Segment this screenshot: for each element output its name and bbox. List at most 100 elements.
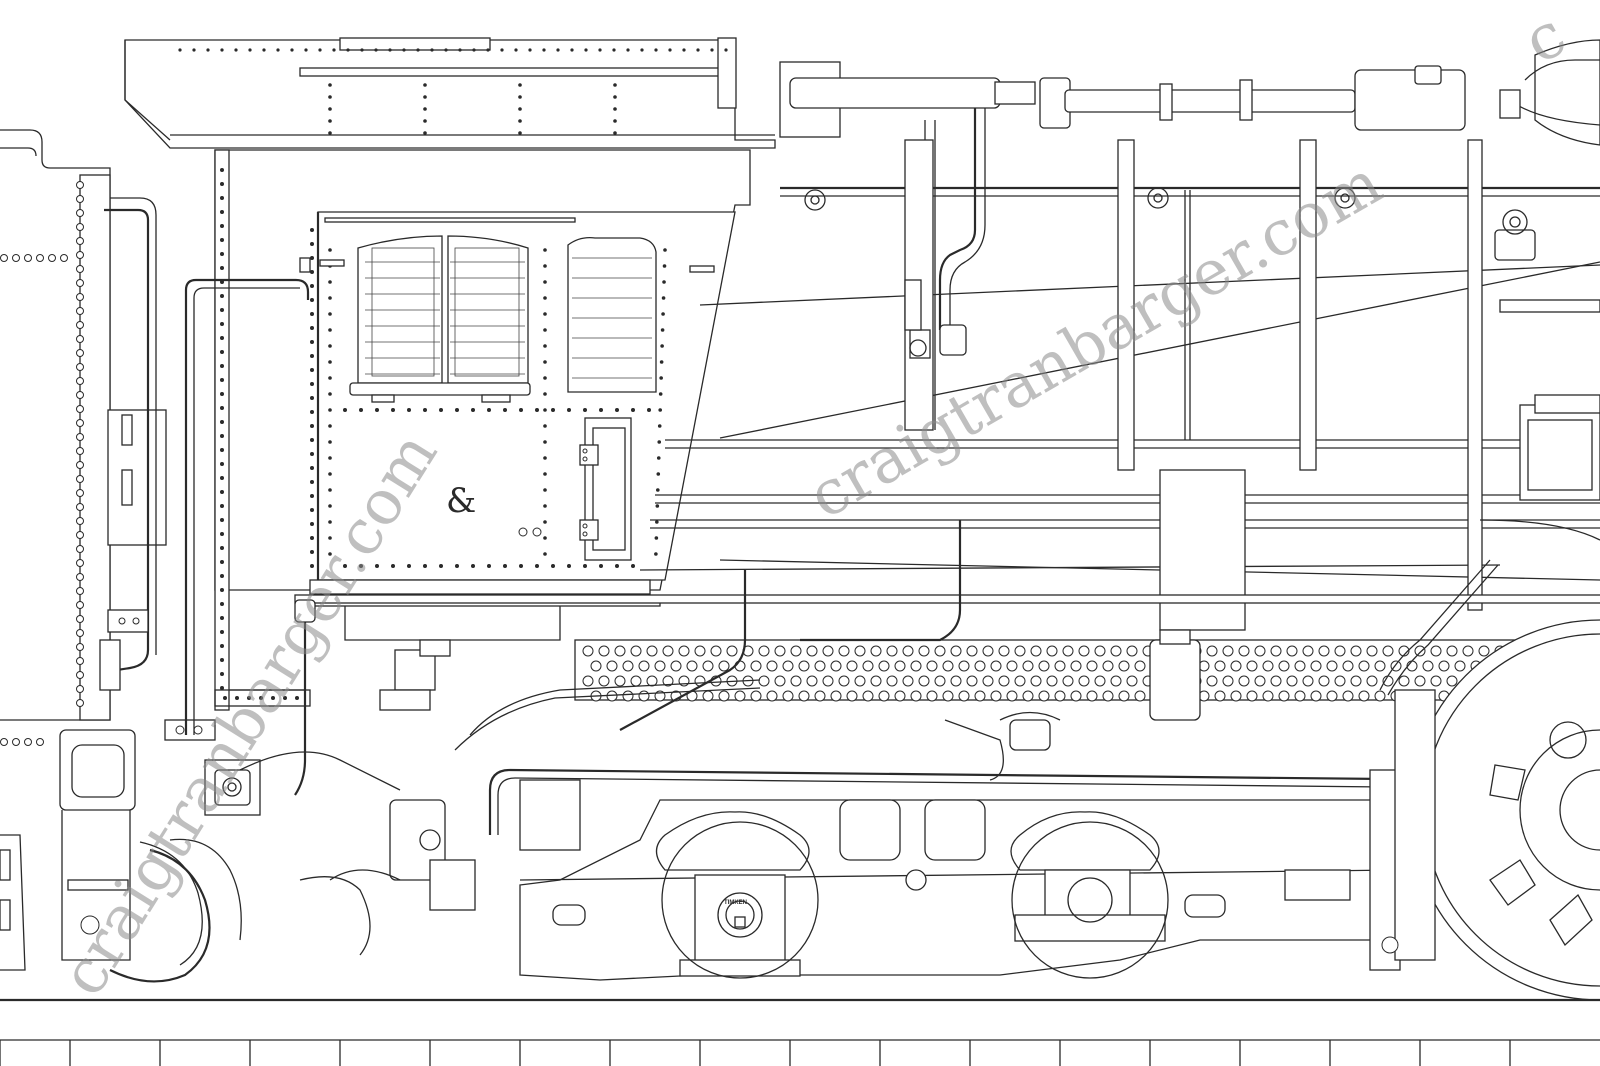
rivet [655,520,659,524]
rivet [1262,660,1274,672]
rivet [902,675,914,687]
rivet [220,560,224,564]
rivet [310,438,314,442]
rivet [774,645,786,657]
rivet [814,660,826,672]
rivet [631,408,635,412]
rivet [942,690,954,702]
rivet [220,378,224,382]
rivet [966,645,978,657]
rivet [472,48,476,52]
rivet [76,419,84,427]
rivet [310,368,314,372]
rivet [206,48,210,52]
rivet [220,644,224,648]
rivet [657,424,662,428]
rivet [220,490,224,494]
rivet [310,354,314,358]
rivet [290,48,294,52]
rivet [894,660,906,672]
rivet [662,264,667,268]
rivet [543,296,547,300]
rivet [543,536,547,540]
rivet [702,660,714,672]
rivet [444,48,448,52]
rivet [220,252,224,256]
rivet [766,690,778,702]
rivet [1366,675,1378,687]
rivet [76,601,84,609]
rivet [76,181,84,189]
rivet [910,690,922,702]
cab: & [124,37,776,735]
rivet [220,518,224,522]
rivet [543,392,547,396]
rivet [519,408,523,412]
rivet [407,408,411,412]
rivet [974,660,986,672]
rivet [310,410,314,414]
tender-section [0,129,261,983]
rivet [1454,660,1466,672]
cab-monogram: & [446,481,476,521]
rivet [346,48,350,52]
rivet [310,326,314,330]
rivet [1374,660,1386,672]
rivet [1030,645,1042,657]
rivet [542,48,546,52]
rivet [283,696,287,700]
rivet [613,131,617,135]
rivet [1006,690,1018,702]
rivet [1446,675,1458,687]
rivet [1294,690,1306,702]
rivet [846,660,858,672]
rivet [1334,675,1346,687]
rivet [220,224,224,228]
rivet [582,645,594,657]
rivet [1222,645,1234,657]
rivet [76,517,84,525]
rivet [310,396,314,400]
rivet [582,675,594,687]
rivet [12,738,20,746]
rivet [60,254,68,262]
rivet [391,408,395,412]
rivet [934,675,946,687]
rivet [656,456,661,460]
rivet [1022,690,1034,702]
cab-window-front [349,235,531,403]
rivet [359,408,363,412]
rivet [1110,645,1122,657]
rivet [660,344,664,348]
rivet [220,434,224,438]
rivet [656,488,660,492]
rivet [657,440,662,444]
rivet [518,107,522,111]
rivet [76,223,84,231]
rivet [220,686,224,690]
rivet [310,480,314,484]
rivet [48,254,56,262]
rivet [806,645,818,657]
rivet [838,645,850,657]
rivet [1038,660,1050,672]
rivet [631,564,635,568]
rivet [220,238,224,242]
rivet [343,408,347,412]
rivet [328,472,332,476]
rivet [599,408,603,412]
rivet [1014,675,1026,687]
rivet [220,420,224,424]
rivet [543,504,547,508]
rivet [220,350,224,354]
rivet [926,660,938,672]
rivet [402,48,406,52]
rivet [1318,675,1330,687]
rivet [375,408,379,412]
rivet [958,690,970,702]
rivet [613,119,617,123]
rivet [1246,690,1258,702]
rivet [870,675,882,687]
rivet [1246,660,1258,672]
